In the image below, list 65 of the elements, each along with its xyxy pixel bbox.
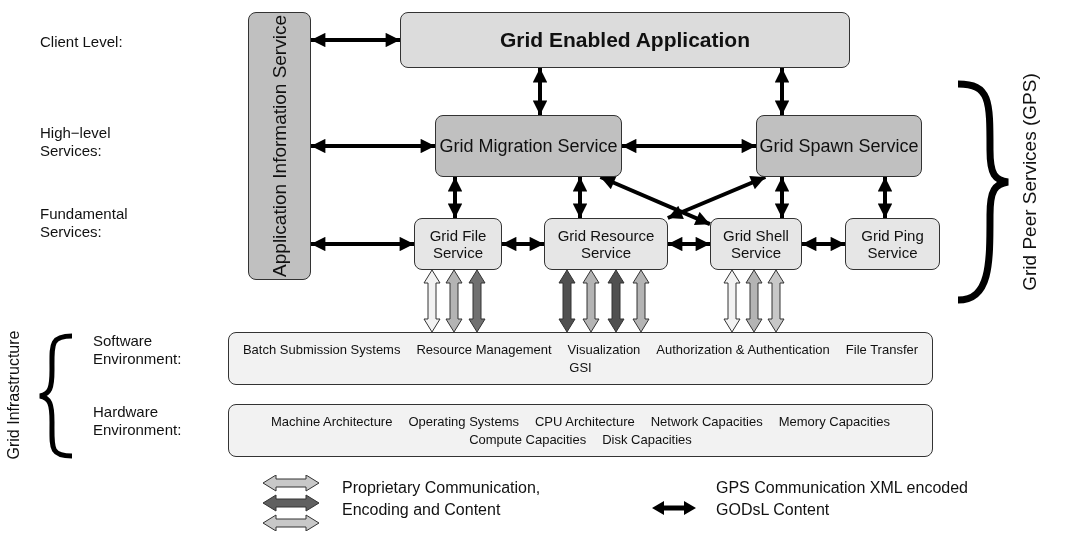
block-arrow [582,269,600,333]
double-arrow [599,175,711,226]
item-text: Compute Capacities [469,432,587,447]
item-text: Memory Capacities [778,414,890,429]
item-text: Disk Capacities [602,432,692,447]
environment-box [228,404,933,457]
item-text: Resource Management [416,342,552,357]
double-arrow [311,236,414,252]
block-arrow [723,269,741,333]
item-text: Operating Systems [408,414,519,429]
block-arrow [468,269,486,333]
double-arrow [311,32,400,48]
legend-text: Proprietary Communication, Encoding and Content [342,478,542,520]
double-arrow [532,68,548,115]
level-label: Hardware Environment: [93,403,183,439]
block-arrow [745,269,763,333]
block-arrow [445,269,463,333]
application-box [400,12,850,68]
double-arrow [774,68,790,115]
node-label: Grid Spawn Service [759,135,919,157]
node-label: Grid Enabled Application [499,28,751,52]
brace-label: Grid Infrastructure [5,330,23,460]
node-label: Grid File Service [428,227,488,261]
item-text: Visualization [567,342,641,357]
item-text: Machine Architecture [271,414,393,429]
service-box [544,218,668,270]
service-box [845,218,940,270]
level-label: Fundamental Services: [40,205,129,241]
item-text: GSI [569,360,592,375]
double-arrow [502,236,544,252]
item-text: Authorization & Authentication [656,342,830,357]
service-box [435,115,622,177]
node-label: Grid Shell Service [722,227,790,261]
double-arrow [572,177,588,218]
double-arrow [774,177,790,218]
service-box [414,218,502,270]
level-label: Client Level: [40,33,124,51]
block-arrow [632,269,650,333]
double-arrow [877,177,893,218]
block-arrow [767,269,785,333]
legend-text: GPS Communication XML encoded GODsL Content [716,478,969,520]
block-arrow [423,269,441,333]
double-arrow [668,236,710,252]
block-arrow [607,269,625,333]
node-label: Grid Migration Service [439,135,618,157]
double-arrow [311,138,435,154]
double-arrow [667,175,767,220]
level-label: Software Environment: [93,332,183,368]
node-label: Grid Ping Service [860,227,925,261]
item-text: File Transfer [845,342,919,357]
item-text: Network Capacities [650,414,763,429]
node-label: Grid Resource Service [556,227,656,261]
item-text: Batch Submission Systems [242,342,401,357]
double-arrow [802,236,845,252]
information-service-box [248,12,311,280]
environment-box [228,332,933,385]
item-text: CPU Architecture [535,414,635,429]
service-box [756,115,922,177]
level-label: High−level Services: [40,124,112,160]
double-arrow [622,138,756,154]
block-arrow [558,269,576,333]
node-label: Application Information Service [269,15,290,277]
brace-label: Grid Peer Services (GPS) [1021,73,1039,291]
service-box [710,218,802,270]
double-arrow [447,177,463,218]
